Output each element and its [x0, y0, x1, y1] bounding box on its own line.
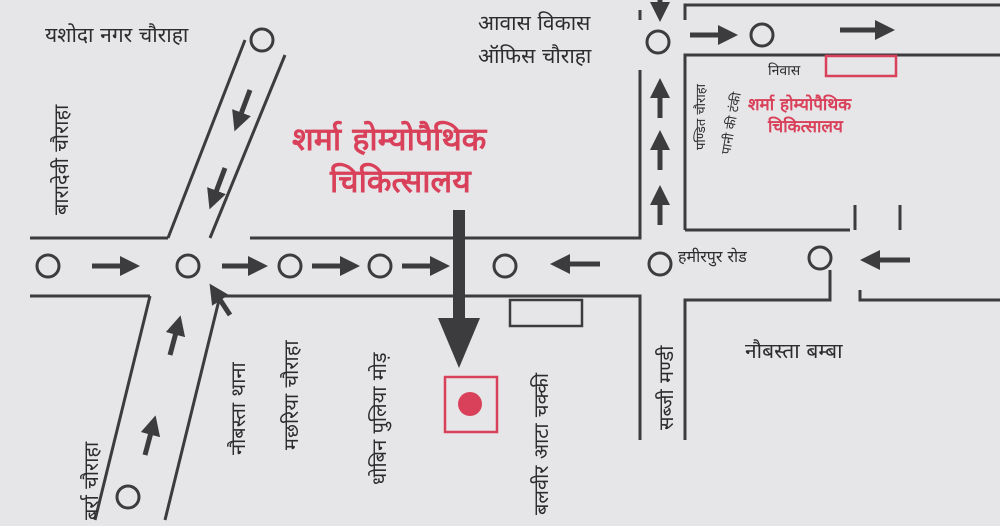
label-sabji-mandi: सब्जी मण्डी — [654, 345, 678, 430]
intersection-nodes — [35, 22, 833, 510]
clinic-marker — [443, 375, 499, 434]
arrows — [92, 0, 910, 456]
clinic-small-line1: शर्मा होम्योपैथिक — [748, 94, 852, 115]
label-hamirpur-road: हमीरपुर रोड — [678, 247, 747, 267]
label-pani-tanki: पानी की टंकी — [718, 90, 745, 155]
clinic-title-line1: शर्मा होम्योपैथिक — [292, 120, 488, 158]
label-awas-vikas-1: आवास विकास — [478, 11, 591, 35]
label-naubasta-thana: नौबस्ता थाना — [226, 362, 250, 455]
clinic-small-line2: चिकित्सालय — [767, 116, 844, 137]
label-baradevi: बारादेवी चौराहा — [49, 104, 73, 215]
label-dhobin-puliya: धोबिन पुलिया मोड़ — [367, 352, 392, 485]
label-barra: बर्रा चौराहा — [79, 441, 103, 520]
label-awas-vikas-2: ऑफिस चौराहा — [478, 44, 592, 68]
residence-marker — [824, 54, 898, 78]
label-machhariya: मछरिया चौराहा — [279, 340, 303, 450]
label-yashoda-nagar: यशोदा नगर चौराहा — [45, 23, 189, 47]
label-niwas: निवास — [768, 62, 801, 79]
roads — [30, 3, 1000, 521]
clinic-title-line2: चिकित्सालय — [329, 162, 472, 200]
label-balveer-aata: बलवीर आटा चक्की — [529, 372, 553, 515]
label-pandit-chauraha: पण्डित चौराहा — [693, 83, 709, 150]
label-naubasta-bamba: नौबस्ता बम्बा — [745, 339, 843, 363]
main-pointer-arrow — [438, 210, 480, 368]
aata-chakki-building — [508, 298, 584, 328]
